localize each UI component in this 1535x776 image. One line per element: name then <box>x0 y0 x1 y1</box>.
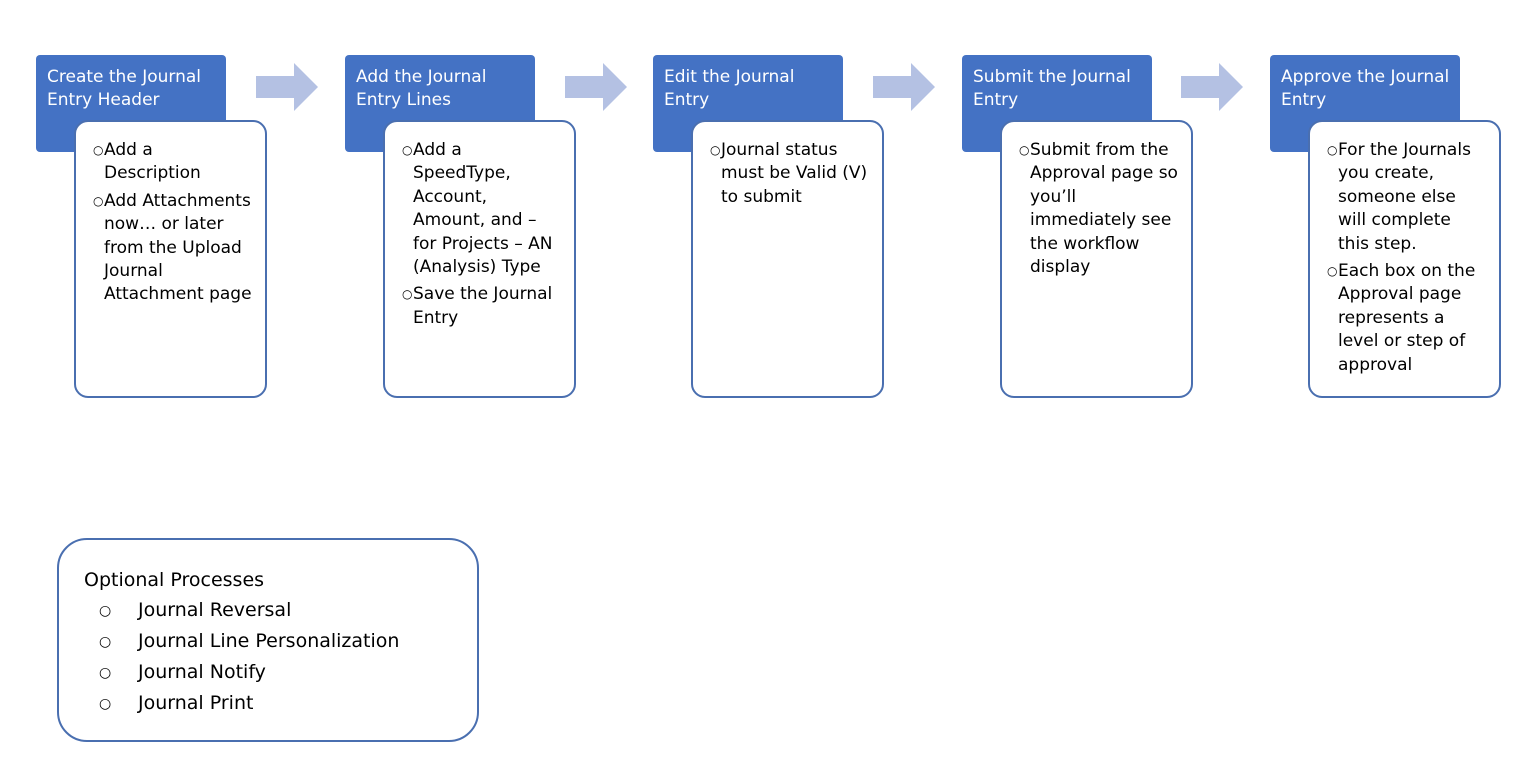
circle-bullet-icon: ○ <box>402 143 413 157</box>
step-bullet: ○ Each box on the Approval page represen… <box>1327 260 1487 377</box>
list-item-label: Journal Reversal <box>138 599 292 621</box>
step-bullet: ○ Journal status must be Valid (V) to su… <box>710 139 870 209</box>
list-item-label: Journal Line Personalization <box>138 630 400 652</box>
step-bullet: ○ For the Journals you create, someone e… <box>1327 139 1487 256</box>
list-item-label: Journal Notify <box>138 661 266 683</box>
step-add-lines: Add the Journal Entry Lines ○ Add a Spee… <box>345 55 615 400</box>
step-details-card: ○ Add a Description ○ Add Attachments no… <box>74 120 267 398</box>
bullet-text: Add Attachments now… or later from the U… <box>104 190 252 305</box>
circle-bullet-icon: ○ <box>99 603 112 619</box>
step-details-card: ○ Journal status must be Valid (V) to su… <box>691 120 884 398</box>
bullet-text: For the Journals you create, someone els… <box>1338 140 1471 254</box>
circle-bullet-icon: ○ <box>93 143 104 157</box>
circle-bullet-icon: ○ <box>402 287 413 302</box>
step-create-header: Create the Journal Entry Header ○ Add a … <box>36 55 306 400</box>
step-bullet: ○ Add a Description <box>93 139 253 186</box>
right-arrow-icon <box>256 63 318 111</box>
bullet-text: Submit from the Approval page so you’ll … <box>1030 140 1178 278</box>
bullet-text: Save the Journal Entry <box>413 284 553 328</box>
circle-bullet-icon: ○ <box>99 634 112 650</box>
step-details-card: ○ Add a SpeedType, Account, Amount, and … <box>383 120 576 398</box>
circle-bullet-icon: ○ <box>1019 143 1030 157</box>
step-bullet: ○ Submit from the Approval page so you’l… <box>1019 139 1179 279</box>
step-submit-entry: Submit the Journal Entry ○ Submit from t… <box>962 55 1232 400</box>
right-arrow-icon <box>1181 63 1243 111</box>
step-bullet: ○ Save the Journal Entry <box>402 283 562 330</box>
step-details-card: ○ Submit from the Approval page so you’l… <box>1000 120 1193 398</box>
step-approve-entry: Approve the Journal Entry ○ For the Jour… <box>1270 55 1535 400</box>
bullet-text: Add a Description <box>104 140 201 184</box>
bullet-text: Each box on the Approval page represents… <box>1338 261 1476 375</box>
circle-bullet-icon: ○ <box>99 696 112 712</box>
bullet-text: Add a SpeedType, Account, Amount, and – … <box>413 140 553 278</box>
circle-bullet-icon: ○ <box>93 193 104 208</box>
step-bullet: ○ Add Attachments now… or later from the… <box>93 190 253 307</box>
bullet-text: Journal status must be Valid (V) to subm… <box>721 140 868 207</box>
list-item-label: Journal Print <box>138 692 254 714</box>
circle-bullet-icon: ○ <box>99 665 112 681</box>
circle-bullet-icon: ○ <box>1327 143 1338 157</box>
optional-processes-box: Optional Processes ○ Journal Reversal ○ … <box>57 538 479 742</box>
right-arrow-icon <box>873 63 935 111</box>
optional-processes-title: Optional Processes <box>84 569 265 591</box>
circle-bullet-icon: ○ <box>1327 264 1338 279</box>
circle-bullet-icon: ○ <box>710 143 721 157</box>
process-flow: Create the Journal Entry Header ○ Add a … <box>36 55 1535 400</box>
step-edit-entry: Edit the Journal Entry ○ Journal status … <box>653 55 923 400</box>
step-bullet: ○ Add a SpeedType, Account, Amount, and … <box>402 139 562 279</box>
right-arrow-icon <box>565 63 627 111</box>
step-details-card: ○ For the Journals you create, someone e… <box>1308 120 1501 398</box>
